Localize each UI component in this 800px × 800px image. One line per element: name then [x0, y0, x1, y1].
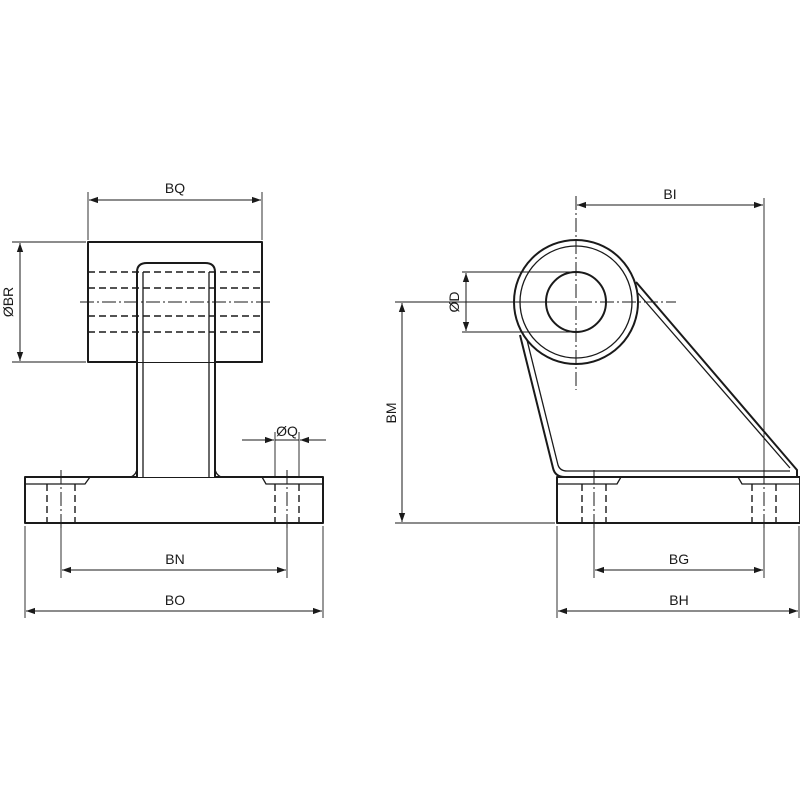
dim-bg-label: BG [669, 551, 689, 567]
dim-bm-label: BM [383, 403, 399, 424]
front-base-recess-right [261, 476, 323, 485]
side-view [468, 196, 800, 530]
side-base-plate [556, 476, 800, 524]
dim-q-label: ØQ [276, 423, 298, 439]
side-dimensions: BI ØD BM BG BH [383, 186, 800, 618]
dim-bh-label: BH [669, 592, 688, 608]
front-view [24, 241, 324, 530]
dim-bi-label: BI [663, 186, 676, 202]
dim-br-label: ØBR [0, 287, 16, 317]
front-base-recess-left [25, 476, 91, 485]
front-dimensions: BQ ØBR ØQ BN BO [0, 180, 326, 618]
dim-bo-label: BO [165, 592, 185, 608]
dim-bq-label: BQ [165, 180, 185, 196]
dim-bn-label: BN [165, 551, 184, 567]
